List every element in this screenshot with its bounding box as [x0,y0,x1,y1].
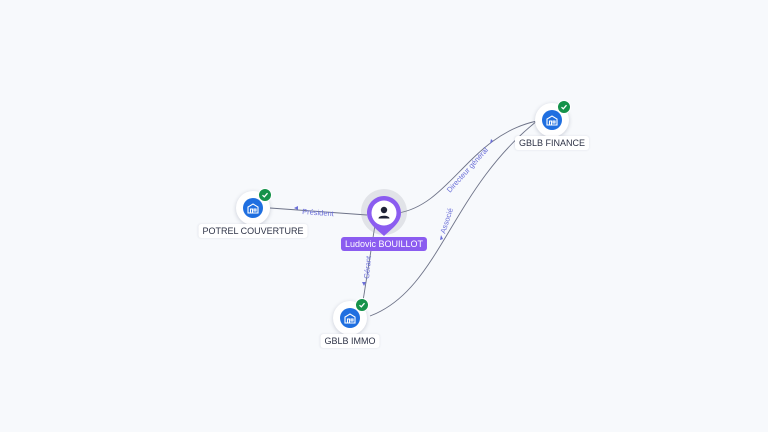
edge-president [269,207,368,216]
edge-label-associe: Associé [438,207,455,235]
edge-associe [369,120,538,317]
edge-label-gerant: Gérant [362,255,373,280]
company-building-icon [243,198,263,218]
edge-associe-arrow [440,235,443,240]
company-building-icon [340,308,360,328]
company-building-icon [542,110,562,130]
edge-directeur-arrow [490,139,493,144]
company-node-gblb-immo[interactable] [333,298,369,335]
edge-president-arrow [294,206,298,210]
company-label-gblb-immo[interactable]: GBLB IMMO [320,334,380,348]
company-node-gblb-finance[interactable] [535,100,571,137]
company-node-potrel-couverture[interactable] [236,188,272,225]
person-node-pin[interactable] [366,195,402,237]
edge-directeur-general [397,120,538,214]
company-label-gblb-finance[interactable]: GBLB FINANCE [514,136,590,150]
edge-label-directeur-general: Directeur général [445,145,490,194]
verified-check-icon [258,188,272,202]
person-icon [378,206,390,219]
edge-label-president: Président [302,207,335,218]
edge-gerant-arrow [362,282,366,286]
person-label[interactable]: Ludovic BOUILLOT [340,237,428,251]
company-label-potrel-couverture[interactable]: POTREL COUVERTURE [198,224,308,238]
verified-check-icon [355,298,369,312]
verified-check-icon [557,100,571,114]
